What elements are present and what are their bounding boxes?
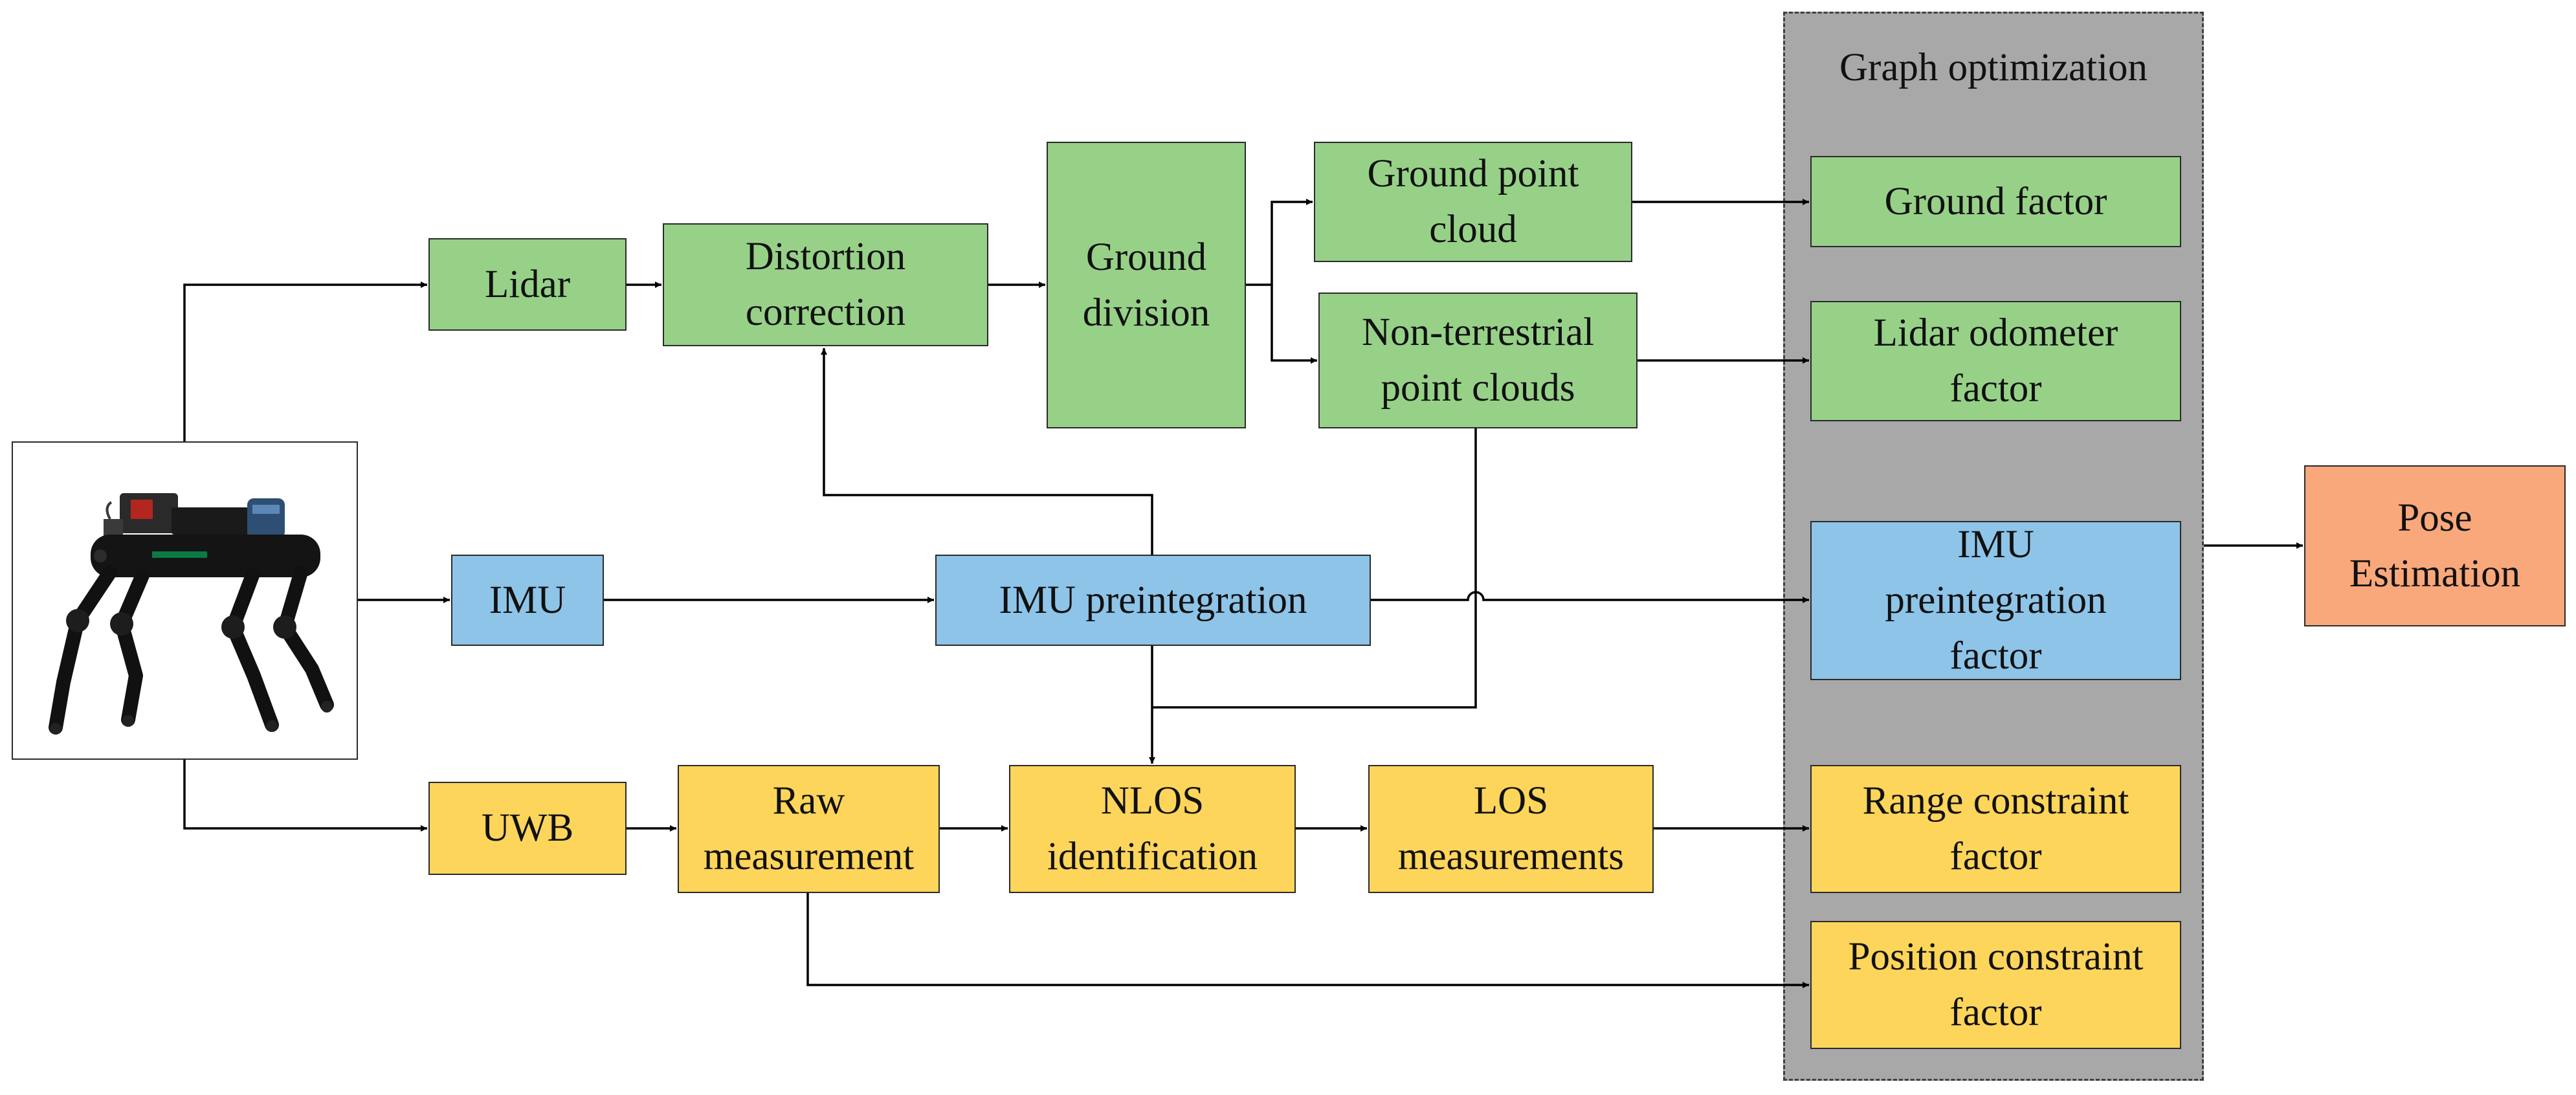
edge-division-nonterrestrial — [1271, 285, 1317, 364]
edge-robot-lidar — [183, 282, 427, 441]
raw-measurement-node: Raw measurement — [678, 765, 940, 893]
imu-preintegration-factor-node: IMU preintegration factor — [1810, 521, 2181, 680]
nlos-identification-node: NLOS identification — [1009, 765, 1296, 893]
edge-raw-position-factor — [806, 893, 1809, 988]
edge-nonterrestrial-nlos — [1152, 428, 1477, 709]
edge-preintegration-factor — [1371, 591, 1809, 603]
quadruped-robot-icon — [49, 493, 334, 735]
edge-preintegration-distortion — [821, 348, 1153, 555]
imu-preintegration-node: IMU preintegration — [935, 555, 1371, 646]
edge-robot-uwb — [183, 760, 427, 832]
distortion-correction-node: Distortion correction — [663, 223, 988, 346]
pose-estimation-node: Pose Estimation — [2304, 465, 2566, 626]
los-measurements-node: LOS measurements — [1368, 765, 1654, 893]
robot-image — [12, 441, 358, 760]
graph-optimization-title: Graph optimization — [1839, 46, 2148, 89]
lidar-node: Lidar — [428, 238, 627, 331]
edge-division-ground-cloud — [1246, 199, 1313, 286]
ground-factor-node: Ground factor — [1810, 156, 2181, 247]
uwb-node: UWB — [428, 782, 627, 875]
position-constraint-factor-node: Position constraint factor — [1810, 921, 2181, 1049]
non-terrestrial-point-clouds-node: Non-terrestrial point clouds — [1318, 293, 1638, 428]
imu-node: IMU — [451, 555, 604, 646]
ground-division-node: Ground division — [1047, 142, 1246, 428]
range-constraint-factor-node: Range constraint factor — [1810, 765, 2181, 893]
lidar-odometer-factor-node: Lidar odometer factor — [1810, 301, 2181, 421]
ground-point-cloud-node: Ground point cloud — [1314, 142, 1632, 262]
